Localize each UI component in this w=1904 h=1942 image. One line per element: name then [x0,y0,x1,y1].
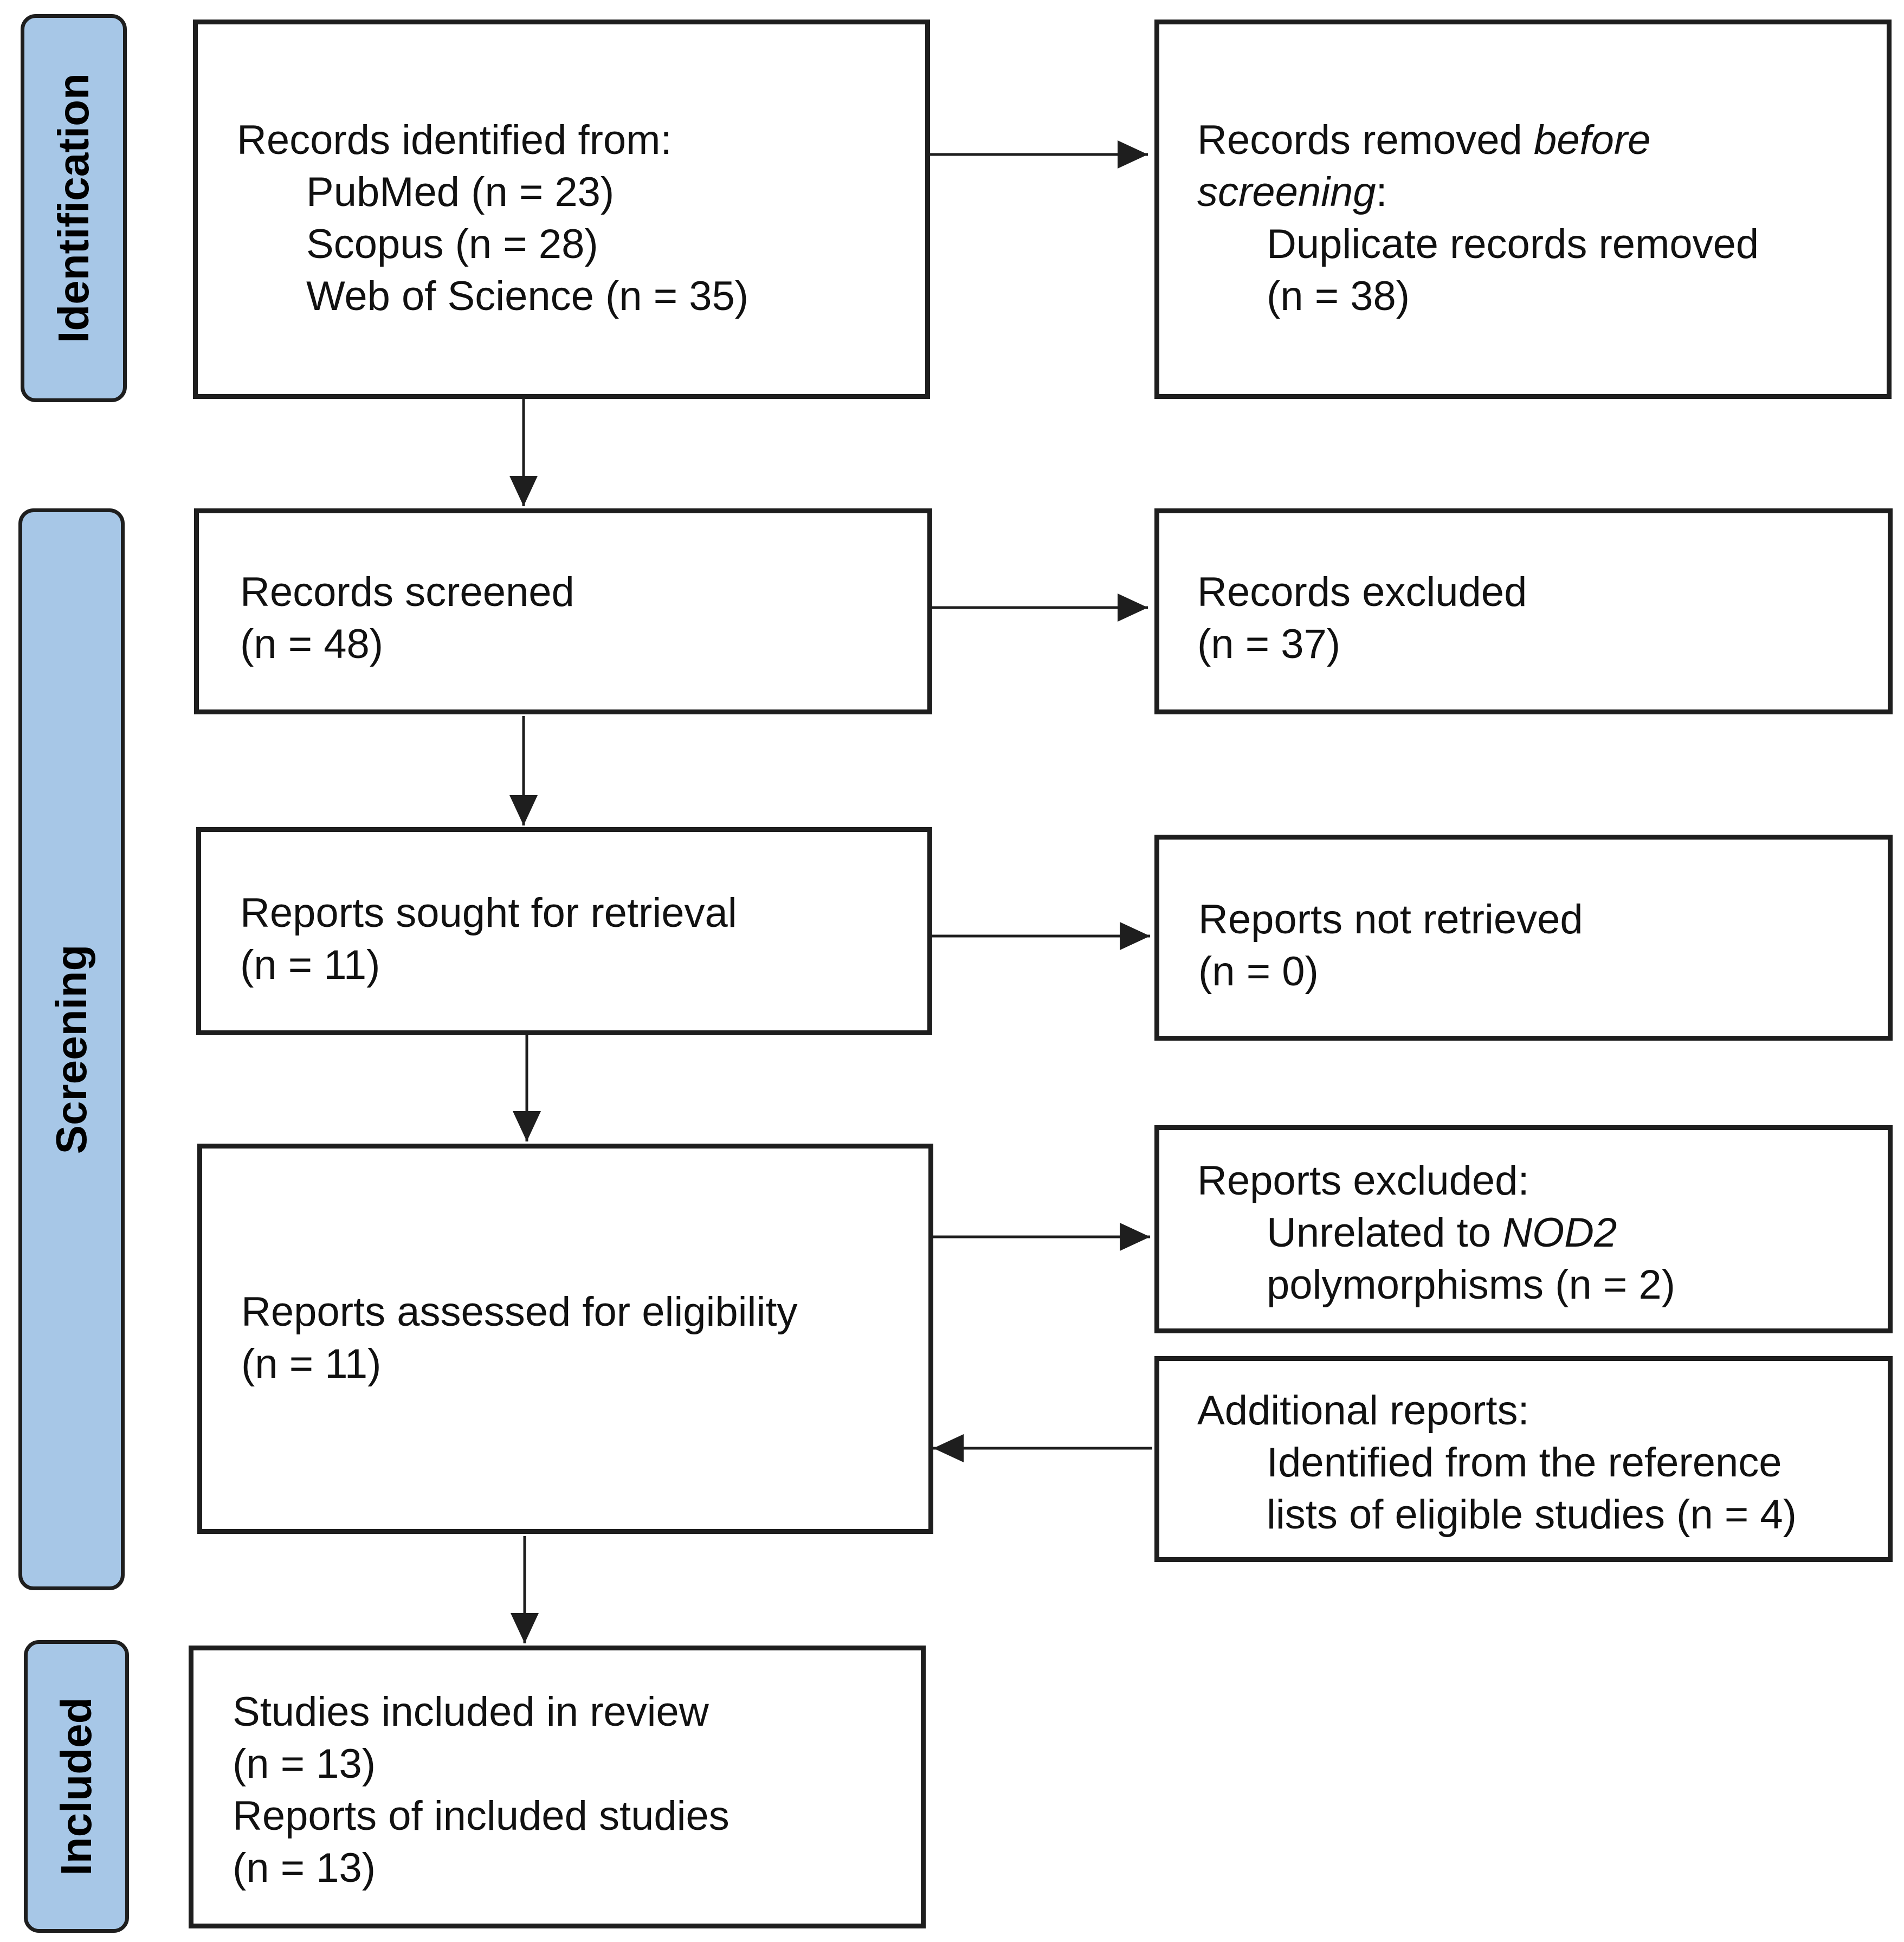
studies-included-box: Studies included in review (n = 13) Repo… [189,1646,926,1928]
records-removed-title: Records removed before [1197,117,1651,163]
phase-label-screening: Screening [47,944,95,1154]
studies-included-title: Studies included in review [233,1689,709,1735]
phase-label-included: Included [52,1697,100,1876]
reports-not-retrieved-box: Reports not retrieved (n = 0) [1154,835,1893,1041]
source-web-of-science: Web of Science (n = 35) [306,273,749,319]
records-screened-count: (n = 48) [240,621,384,667]
reports-assessed-count: (n = 11) [241,1341,382,1387]
records-identified-box: Records identified from: PubMed (n = 23)… [193,20,930,399]
source-pubmed: PubMed (n = 23) [306,169,615,215]
reports-not-retrieved-count: (n = 0) [1198,949,1319,995]
reports-of-included-title: Reports of included studies [233,1793,730,1839]
phase-screening: Screening [18,508,125,1590]
source-scopus: Scopus (n = 28) [306,221,598,267]
duplicate-records-removed: Duplicate records removed [1267,221,1759,267]
phase-identification: Identification [21,14,127,402]
reports-sought-box: Reports sought for retrieval (n = 11) [196,827,932,1035]
reports-sought-title: Reports sought for retrieval [240,890,737,936]
reports-not-retrieved-title: Reports not retrieved [1198,896,1583,943]
reports-of-included-count: (n = 13) [233,1845,376,1891]
reports-excluded-box: Reports excluded: Unrelated to NOD2 poly… [1154,1125,1893,1333]
additional-reports-box: Additional reports: Identified from the … [1154,1356,1893,1562]
reports-excluded-reason: Unrelated to NOD2 [1267,1210,1617,1256]
records-removed-box: Records removed before screening: Duplic… [1154,20,1892,399]
records-excluded-count: (n = 37) [1197,621,1341,667]
records-excluded-title: Records excluded [1197,569,1527,615]
records-screened-title: Records screened [240,569,575,615]
duplicate-records-count: (n = 38) [1267,273,1410,319]
additional-reports-title: Additional reports: [1197,1388,1529,1434]
reports-excluded-title: Reports excluded: [1197,1158,1529,1204]
phase-included: Included [24,1640,129,1933]
phase-label-identification: Identification [49,73,98,343]
additional-reports-source: Identified from the reference [1267,1440,1782,1486]
reports-assessed-box: Reports assessed for eligibility (n = 11… [197,1144,933,1534]
reports-excluded-reason-cont: polymorphisms (n = 2) [1267,1262,1675,1308]
additional-reports-source-cont: lists of eligible studies (n = 4) [1267,1492,1797,1538]
reports-sought-count: (n = 11) [240,942,380,988]
records-identified-title: Records identified from: [237,117,672,163]
reports-assessed-title: Reports assessed for eligibility [241,1289,798,1335]
records-removed-title-cont: screening: [1197,169,1387,215]
records-excluded-box: Records excluded (n = 37) [1154,508,1893,714]
studies-included-count: (n = 13) [233,1741,376,1787]
records-screened-box: Records screened (n = 48) [194,508,932,714]
